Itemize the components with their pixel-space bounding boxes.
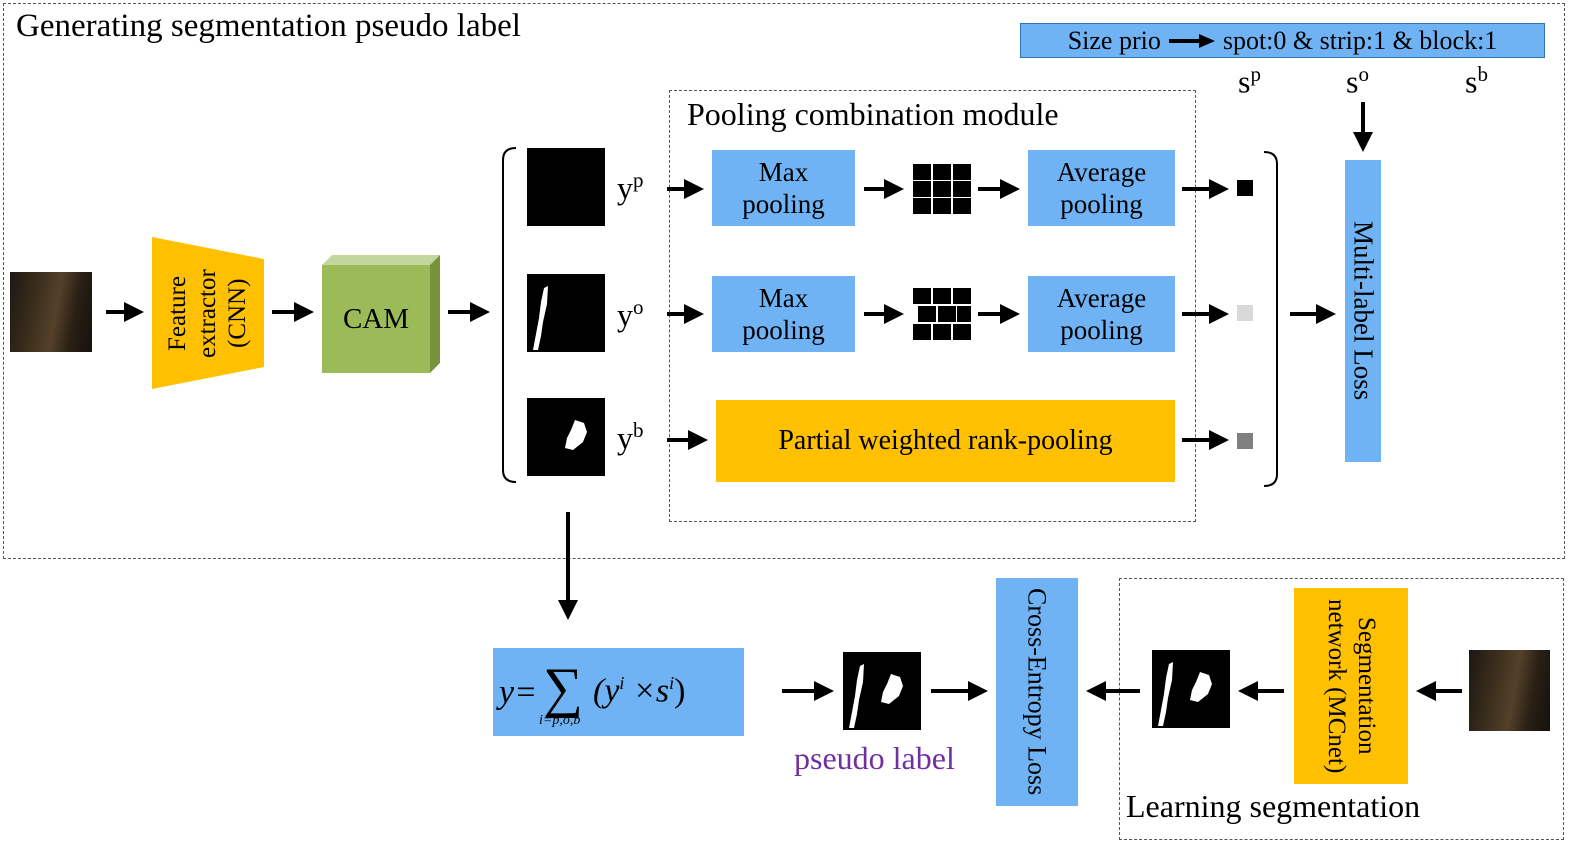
cam-block: CAM: [322, 255, 440, 373]
feature-extractor-label: Feature extractor (CNN): [164, 268, 251, 358]
prior-so: so: [1346, 62, 1369, 100]
score-block: [1237, 433, 1253, 449]
learning-section-title: Learning segmentation: [1126, 788, 1421, 824]
cam-map-spot: [527, 148, 605, 226]
fusion-formula-box: y= ∑ (yi ×si) i=p,o,b: [493, 648, 744, 736]
right-paren: [1262, 150, 1280, 488]
arrow-right-icon: [1168, 33, 1215, 48]
pooled-grid-partial: [913, 288, 971, 340]
pseudo-label-text: pseudo label: [794, 740, 955, 776]
formula-body: (yi ×si): [593, 672, 686, 710]
size-prior-value: spot:0 & strip:1 & block:1: [1222, 25, 1498, 55]
output-yb: yb: [617, 418, 644, 456]
pooling-module-title: Pooling combination module: [687, 96, 1059, 132]
generate-section: [3, 3, 1565, 559]
predicted-mask: [1152, 650, 1230, 728]
prior-sp: sp: [1238, 62, 1261, 100]
average-pooling-block-2: Average pooling: [1028, 276, 1175, 352]
partial-weighted-rank-pooling-block: Partial weighted rank-pooling: [716, 400, 1175, 482]
left-paren: [500, 146, 518, 484]
formula-sigma: ∑: [543, 657, 583, 719]
score-spot: [1237, 180, 1253, 196]
size-prior-label: Size prio: [1067, 25, 1161, 55]
cam-map-strip: [527, 274, 605, 352]
learning-section: [1119, 578, 1564, 840]
segmentation-network-label: Segmentation network (MCnet): [1323, 598, 1380, 774]
prior-sb: sb: [1465, 62, 1488, 100]
cam-map-block: [527, 398, 605, 476]
size-prior-box: Size prio spot:0 & strip:1 & block:1: [1020, 23, 1545, 58]
multi-label-loss-block: Multi-label Loss: [1345, 160, 1381, 462]
cross-entropy-loss-label: Cross-Entropy Loss: [1022, 588, 1052, 796]
average-pooling-block-1: Average pooling: [1028, 150, 1175, 226]
cross-entropy-loss-block: Cross-Entropy Loss: [996, 578, 1078, 806]
max-pooling-block-1: Max pooling: [712, 150, 855, 226]
input-image-2: [1469, 650, 1550, 731]
segmentation-network-block: Segmentation network (MCnet): [1294, 588, 1408, 784]
multi-label-loss-label: Multi-label Loss: [1348, 221, 1379, 401]
score-strip: [1237, 305, 1253, 321]
input-image: [10, 272, 92, 352]
generate-section-title: Generating segmentation pseudo label: [16, 8, 521, 44]
pooling-module-section: [669, 90, 1196, 522]
formula-lhs: y=: [499, 674, 538, 711]
output-yo: yo: [617, 295, 644, 333]
feature-extractor-block: Feature extractor (CNN): [152, 237, 264, 389]
max-pooling-block-2: Max pooling: [712, 276, 855, 352]
formula-sub: i=p,o,b: [539, 713, 581, 728]
output-yp: yp: [617, 168, 644, 206]
pooled-grid-full: [913, 164, 971, 214]
cam-label: CAM: [342, 302, 410, 335]
pseudo-label-mask: [843, 652, 921, 730]
